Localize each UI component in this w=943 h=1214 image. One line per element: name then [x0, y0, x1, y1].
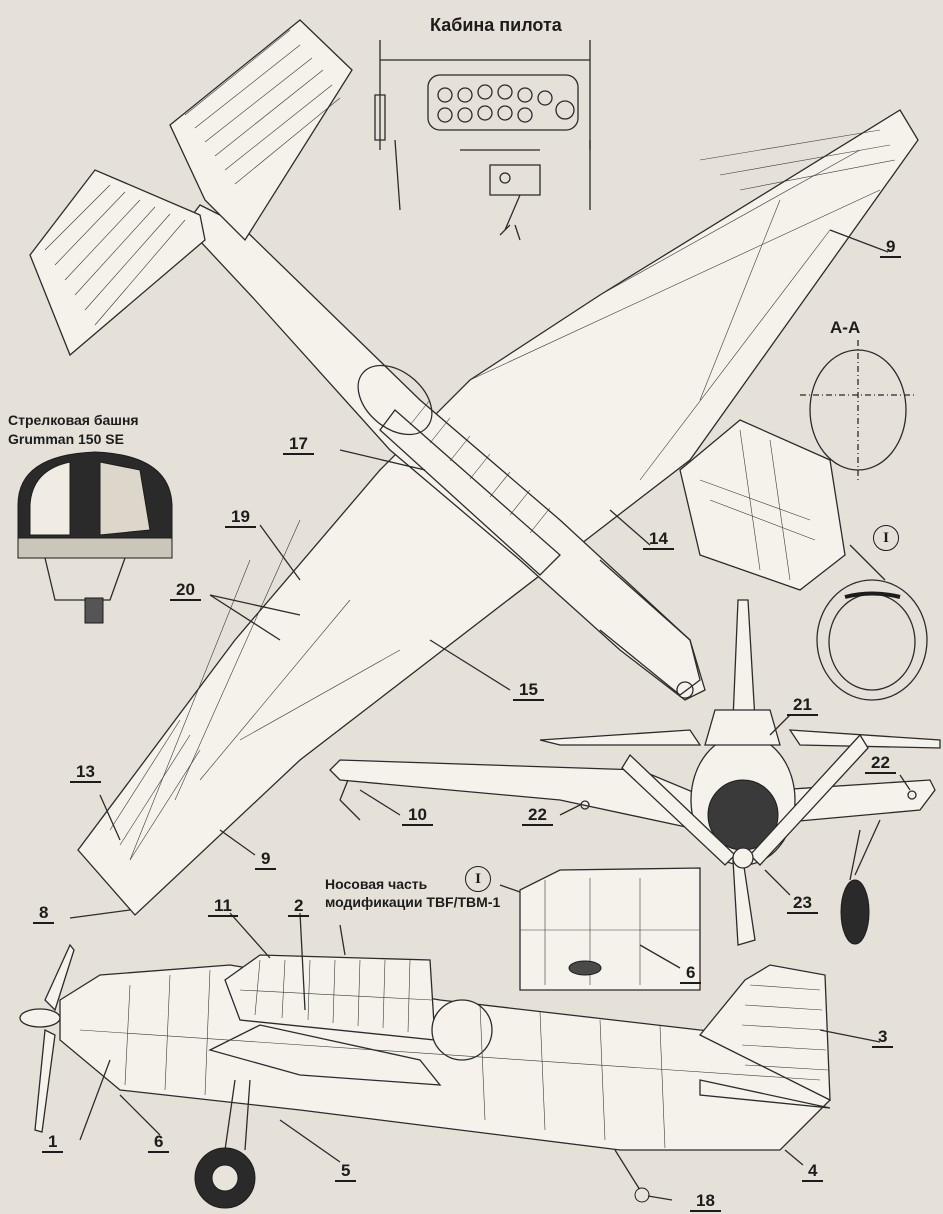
nose-caption-line2: модификации TBF/TBM-1 — [325, 894, 501, 910]
section-caption: A-A — [830, 318, 861, 337]
callout-21: 21 — [787, 696, 818, 716]
detail-marker-nose: I — [465, 866, 491, 892]
plan-canopy — [357, 364, 561, 576]
nose-caption-line1: Носовая часть — [325, 876, 428, 892]
callout-17: 17 — [283, 435, 314, 455]
callout-19: 19 — [225, 508, 256, 528]
callout-4: 4 — [802, 1162, 824, 1182]
cockpit-sketch — [374, 40, 591, 241]
section-aa — [800, 340, 915, 480]
callout-20: 20 — [170, 581, 201, 601]
turret-sketch — [17, 451, 173, 624]
callout-6-side: 6 — [148, 1133, 170, 1153]
nose-detail — [519, 867, 701, 991]
ring-detail — [816, 544, 928, 701]
callout-22-left: 22 — [522, 806, 553, 826]
callout-10: 10 — [402, 806, 433, 826]
front-view-aircraft — [329, 599, 941, 946]
callout-13: 13 — [70, 763, 101, 783]
leader-lines — [69, 229, 911, 1201]
side-view-aircraft — [19, 943, 831, 1209]
callout-9-upper: 9 — [880, 238, 902, 258]
callout-3: 3 — [872, 1028, 894, 1048]
callout-18: 18 — [690, 1192, 721, 1212]
callout-8: 8 — [33, 904, 55, 924]
turret-caption-line2: Grumman 150 SE — [8, 431, 124, 447]
callout-23: 23 — [787, 894, 818, 914]
cowl-detail — [679, 419, 846, 591]
callout-15: 15 — [513, 681, 544, 701]
callout-1: 1 — [42, 1133, 64, 1153]
cockpit-caption: Кабина пилота — [430, 15, 562, 35]
plan-tail-ribs — [44, 29, 341, 326]
turret-caption-line1: Стрелковая башня — [8, 412, 139, 428]
detail-marker-ring: I — [873, 525, 899, 551]
plan-tail-left — [29, 169, 206, 357]
callout-14: 14 — [643, 530, 674, 550]
callout-5: 5 — [335, 1162, 357, 1182]
plan-cowling — [599, 559, 701, 696]
plan-view-aircraft — [29, 19, 919, 916]
plan-fuselage — [184, 204, 706, 701]
plan-wing-panels — [109, 129, 896, 861]
callout-6-detail: 6 — [680, 964, 702, 984]
callout-22-right: 22 — [865, 754, 896, 774]
plan-tail-right — [169, 19, 353, 242]
plan-spinner — [676, 681, 694, 699]
callout-2: 2 — [288, 897, 310, 917]
callout-11: 11 — [208, 897, 238, 917]
callout-9-lower: 9 — [255, 850, 277, 870]
